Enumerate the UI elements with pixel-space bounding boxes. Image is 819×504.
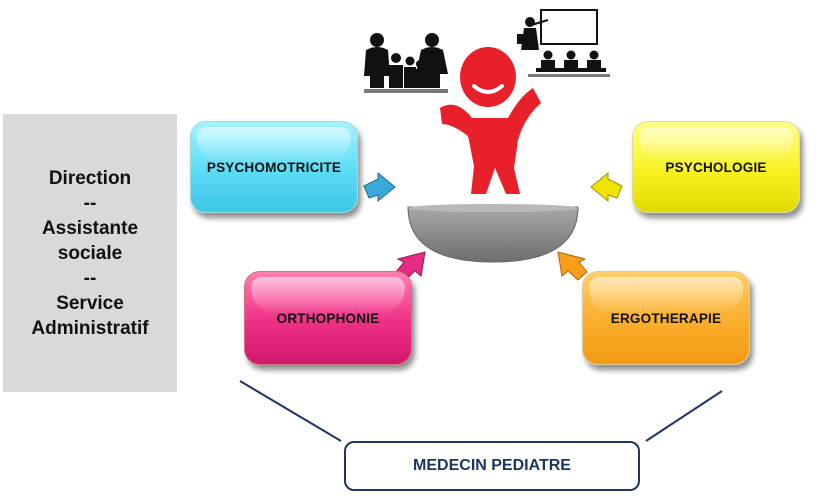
teacher-classroom-icon — [517, 9, 610, 77]
orthophonie-label: ORTHOPHONIE — [276, 310, 380, 326]
admin-line-administratif: Administratif — [31, 317, 149, 339]
family-icon — [364, 33, 448, 93]
psychologie-box: PSYCHOLOGIE — [632, 121, 800, 213]
arrow-yellow-icon — [590, 171, 623, 203]
connector-line-left — [239, 380, 342, 442]
connector-line-right — [645, 390, 723, 442]
base-platform — [407, 206, 579, 263]
ergotherapie-label: ERGOTHERAPIE — [610, 310, 722, 326]
orthophonie-box: ORTHOPHONIE — [244, 271, 412, 365]
admin-line-service: Service — [56, 292, 124, 314]
base-platform-top — [408, 204, 578, 212]
admin-separator: -- — [83, 192, 97, 214]
psychomotricite-label: PSYCHOMOTRICITE — [206, 159, 342, 175]
admin-line-assistante: Assistante — [41, 217, 139, 239]
psychomotricite-box: PSYCHOMOTRICITE — [190, 121, 358, 213]
admin-line-sociale: sociale — [57, 242, 123, 264]
admin-line-direction: Direction — [48, 167, 132, 189]
arrow-orange-icon — [557, 251, 588, 281]
ergotherapie-box: ERGOTHERAPIE — [582, 271, 750, 365]
admin-panel: Direction -- Assistante sociale -- Servi… — [3, 114, 177, 392]
child-figure-icon — [440, 47, 541, 194]
medecin-pediatre-label: MEDECIN PEDIATRE — [413, 457, 571, 474]
admin-separator: -- — [83, 267, 97, 289]
psychologie-label: PSYCHOLOGIE — [665, 159, 767, 175]
arrow-cyan-icon — [363, 171, 396, 203]
medecin-pediatre-box: MEDECIN PEDIATRE — [344, 441, 640, 491]
